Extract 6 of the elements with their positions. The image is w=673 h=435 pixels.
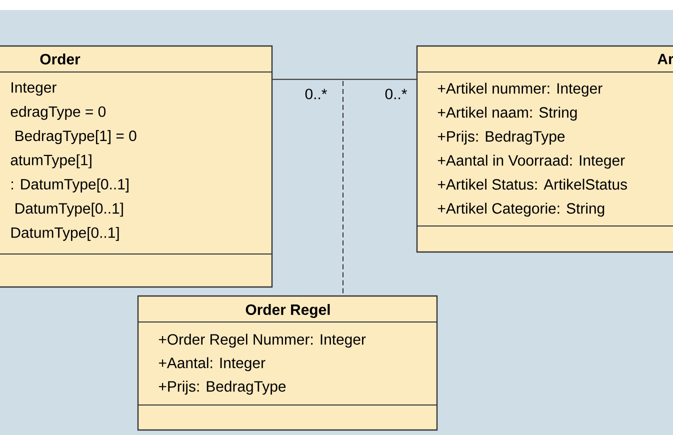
association-line xyxy=(272,78,417,80)
multiplicity-label: 0..* xyxy=(385,88,407,100)
dashed-line xyxy=(342,80,344,296)
class-box: Order Regel +Order Regel Nummer: Integer +Aantal: Integer +Prijs: BedragType xyxy=(137,295,438,431)
class-box: Order Integer edragType = 0 BedragType[1] = 0 atumType[1] : DatumType[0..1] DatumType[0..1] DatumType[0..1] xyxy=(0,45,273,288)
multiplicity-label: 0..* xyxy=(305,88,327,100)
